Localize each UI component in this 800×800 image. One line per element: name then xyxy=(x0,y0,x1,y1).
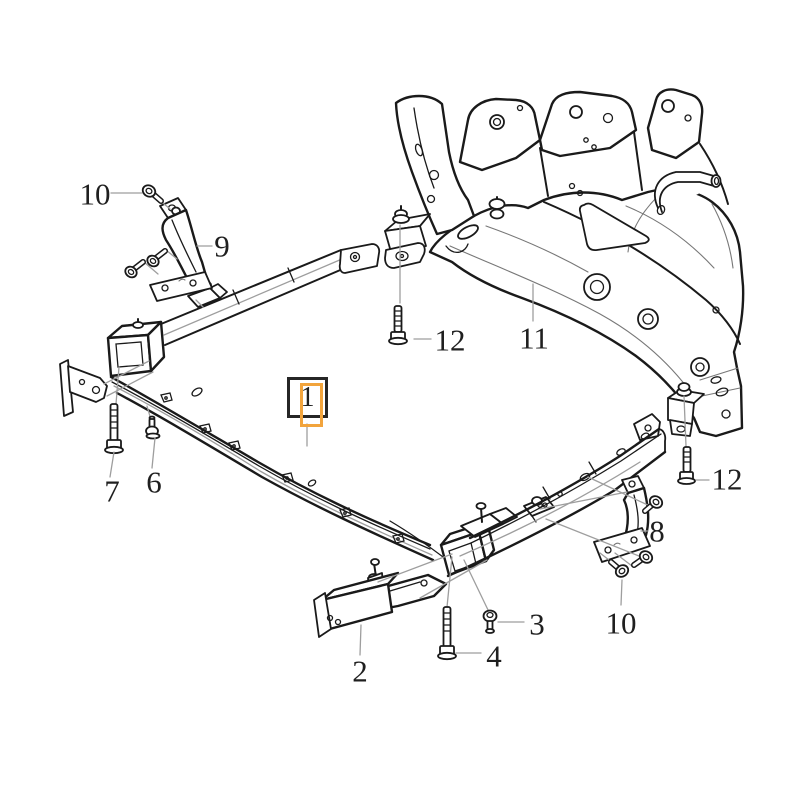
bow-edge-tabs xyxy=(160,392,405,544)
callout-8[interactable]: 8 xyxy=(649,513,665,549)
callout-7[interactable]: 7 xyxy=(104,473,120,509)
assembly-guide-lines xyxy=(103,202,687,613)
leader-lines xyxy=(109,192,710,656)
side-bracket[interactable] xyxy=(59,359,108,417)
pipe-fitting xyxy=(654,171,722,216)
bolts xyxy=(104,183,696,661)
bolt-12-left[interactable] xyxy=(388,305,408,346)
part-11-subframe[interactable] xyxy=(384,88,745,441)
callout-2[interactable]: 2 xyxy=(352,653,368,689)
bolt-10-upper[interactable] xyxy=(141,183,164,204)
subframe-front-mount xyxy=(384,205,431,269)
callout-11[interactable]: 11 xyxy=(519,320,549,356)
bolt-4[interactable] xyxy=(437,606,457,661)
bolt-7[interactable] xyxy=(104,403,124,455)
callout-9[interactable]: 9 xyxy=(214,228,230,264)
bracket-9[interactable] xyxy=(149,197,213,302)
callout-1-label: 1 xyxy=(300,381,315,413)
callout-12-left[interactable]: 12 xyxy=(434,322,466,358)
bolt-3[interactable] xyxy=(482,609,498,634)
bracket-2[interactable] xyxy=(313,558,448,638)
bolt-12-right[interactable] xyxy=(677,446,696,485)
bracket-9-bolts[interactable] xyxy=(123,248,168,280)
callout-12-right[interactable]: 12 xyxy=(711,461,743,497)
callout-6[interactable]: 6 xyxy=(146,464,162,500)
callout-1-selected[interactable]: 1 xyxy=(287,377,328,427)
bracket-8-bolts[interactable] xyxy=(631,494,664,568)
callout-3[interactable]: 3 xyxy=(529,606,545,642)
subframe-rear-mount xyxy=(633,382,705,441)
bolt-10-lower[interactable] xyxy=(608,559,630,579)
callout-10-lower-right[interactable]: 10 xyxy=(605,605,637,641)
callout-4[interactable]: 4 xyxy=(486,638,502,674)
callout-10-upper-left[interactable]: 10 xyxy=(79,176,111,212)
bolt-6[interactable] xyxy=(145,415,161,440)
